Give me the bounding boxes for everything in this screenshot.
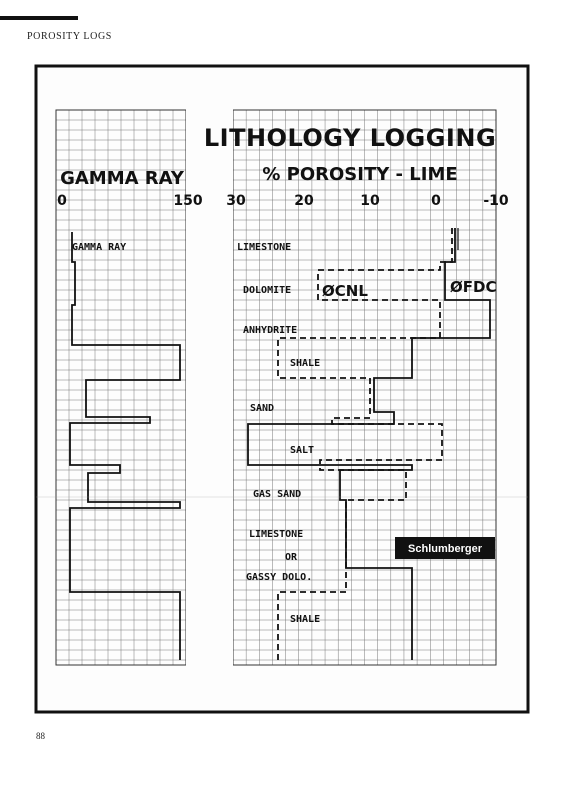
cnl-label: ØCNL <box>322 282 368 300</box>
running-head: POROSITY LOGS <box>27 31 112 42</box>
figure-title: LITHOLOGY LOGGING <box>204 124 496 152</box>
gr-scale-min: 0 <box>57 193 67 209</box>
lithology-label: GASSY DOLO. <box>246 572 312 583</box>
lithology-label: SAND <box>250 403 274 414</box>
header-rule <box>0 16 78 20</box>
porosity-tick-label: 10 <box>360 193 380 209</box>
gamma-ray-curve-label: GAMMA RAY <box>72 242 126 253</box>
porosity-tick-label: 0 <box>431 193 441 209</box>
schlumberger-logo-box <box>395 537 495 559</box>
lithology-label: OR <box>285 552 298 563</box>
right-track-grid <box>232 109 497 665</box>
porosity-tick-label: 30 <box>226 193 246 209</box>
gamma-ray-header: GAMMA RAY <box>60 168 185 189</box>
porosity-header: % POROSITY - LIME <box>262 164 457 185</box>
track-gap <box>186 105 233 670</box>
lithology-label: LIMESTONE <box>237 242 291 253</box>
figure-frame <box>34 64 530 714</box>
lithology-label: SALT <box>290 445 314 456</box>
lithology-labels: LIMESTONE DOLOMITE ANHYDRITE SHALE SAND SALT G… <box>237 242 320 625</box>
fdc-curve <box>247 228 491 660</box>
porosity-tick-label: 20 <box>294 193 314 209</box>
porosity-tick-label: -10 <box>483 193 509 209</box>
lithology-label: SHALE <box>290 358 320 369</box>
lithology-label: SHALE <box>290 614 320 625</box>
lithology-label: ANHYDRITE <box>243 325 297 336</box>
lithology-label: LIMESTONE <box>249 529 303 540</box>
page-number: 88 <box>36 731 45 741</box>
lithology-label: GAS SAND <box>253 489 301 500</box>
gr-scale-max: 150 <box>173 193 202 209</box>
porosity-scale: 30 20 10 0 -10 <box>226 193 509 209</box>
schlumberger-logo: Schlumberger <box>408 543 483 555</box>
cnl-curve <box>277 228 453 660</box>
lithology-label: DOLOMITE <box>243 285 291 296</box>
fdc-label: ØFDC <box>450 278 496 296</box>
gamma-ray-curve <box>69 232 181 660</box>
